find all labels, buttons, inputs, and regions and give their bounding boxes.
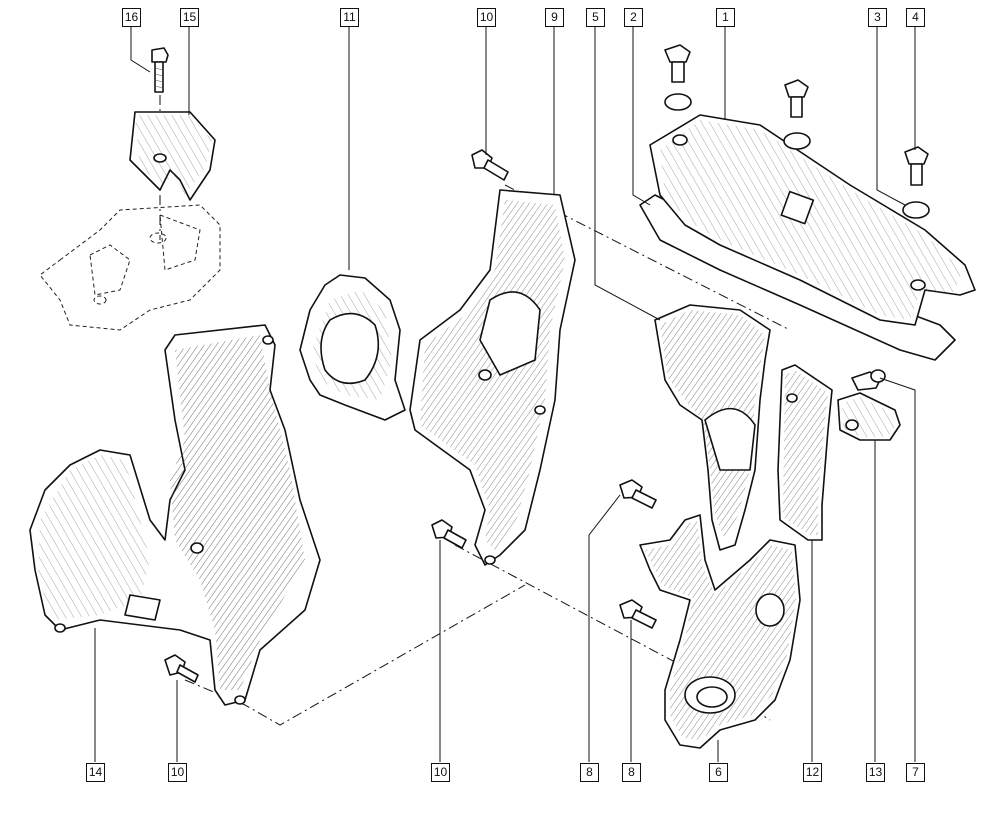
bolts-8 [619, 479, 657, 629]
callout-14: 14 [86, 763, 105, 782]
grommets-and-bolts-top [664, 44, 930, 219]
callout-8-first: 8 [580, 763, 599, 782]
callout-10-bottom-middle: 10 [431, 763, 450, 782]
callout-3: 3 [868, 8, 887, 27]
bracket-assembly-top-left [39, 47, 221, 331]
bracket-12 [777, 364, 833, 541]
callout-2: 2 [624, 8, 643, 27]
callout-12: 12 [803, 763, 822, 782]
bolt-10-middle [431, 519, 467, 549]
callout-16: 16 [122, 8, 141, 27]
cover-11 [299, 274, 406, 421]
bolt-7 [851, 369, 886, 391]
clip-13 [837, 392, 901, 441]
callout-9: 9 [545, 8, 564, 27]
callout-7: 7 [906, 763, 925, 782]
leader-lines [94, 25, 916, 762]
callout-4: 4 [906, 8, 925, 27]
upper-cover-5 [654, 304, 771, 551]
callout-6: 6 [709, 763, 728, 782]
callout-11: 11 [340, 8, 359, 27]
callout-1: 1 [716, 8, 735, 27]
callout-15: 15 [180, 8, 199, 27]
callout-5: 5 [586, 8, 605, 27]
lower-cover-6 [639, 514, 801, 749]
rocker-cover-1 [639, 114, 976, 361]
callout-8-second: 8 [622, 763, 641, 782]
inner-plate-9 [409, 189, 576, 566]
callout-13: 13 [866, 763, 885, 782]
callout-10-top: 10 [477, 8, 496, 27]
bolt-10-upper [471, 149, 509, 181]
bolt-10-lower-left [164, 654, 199, 683]
timing-cover-left [29, 324, 321, 706]
callout-10-bottom-left: 10 [168, 763, 187, 782]
